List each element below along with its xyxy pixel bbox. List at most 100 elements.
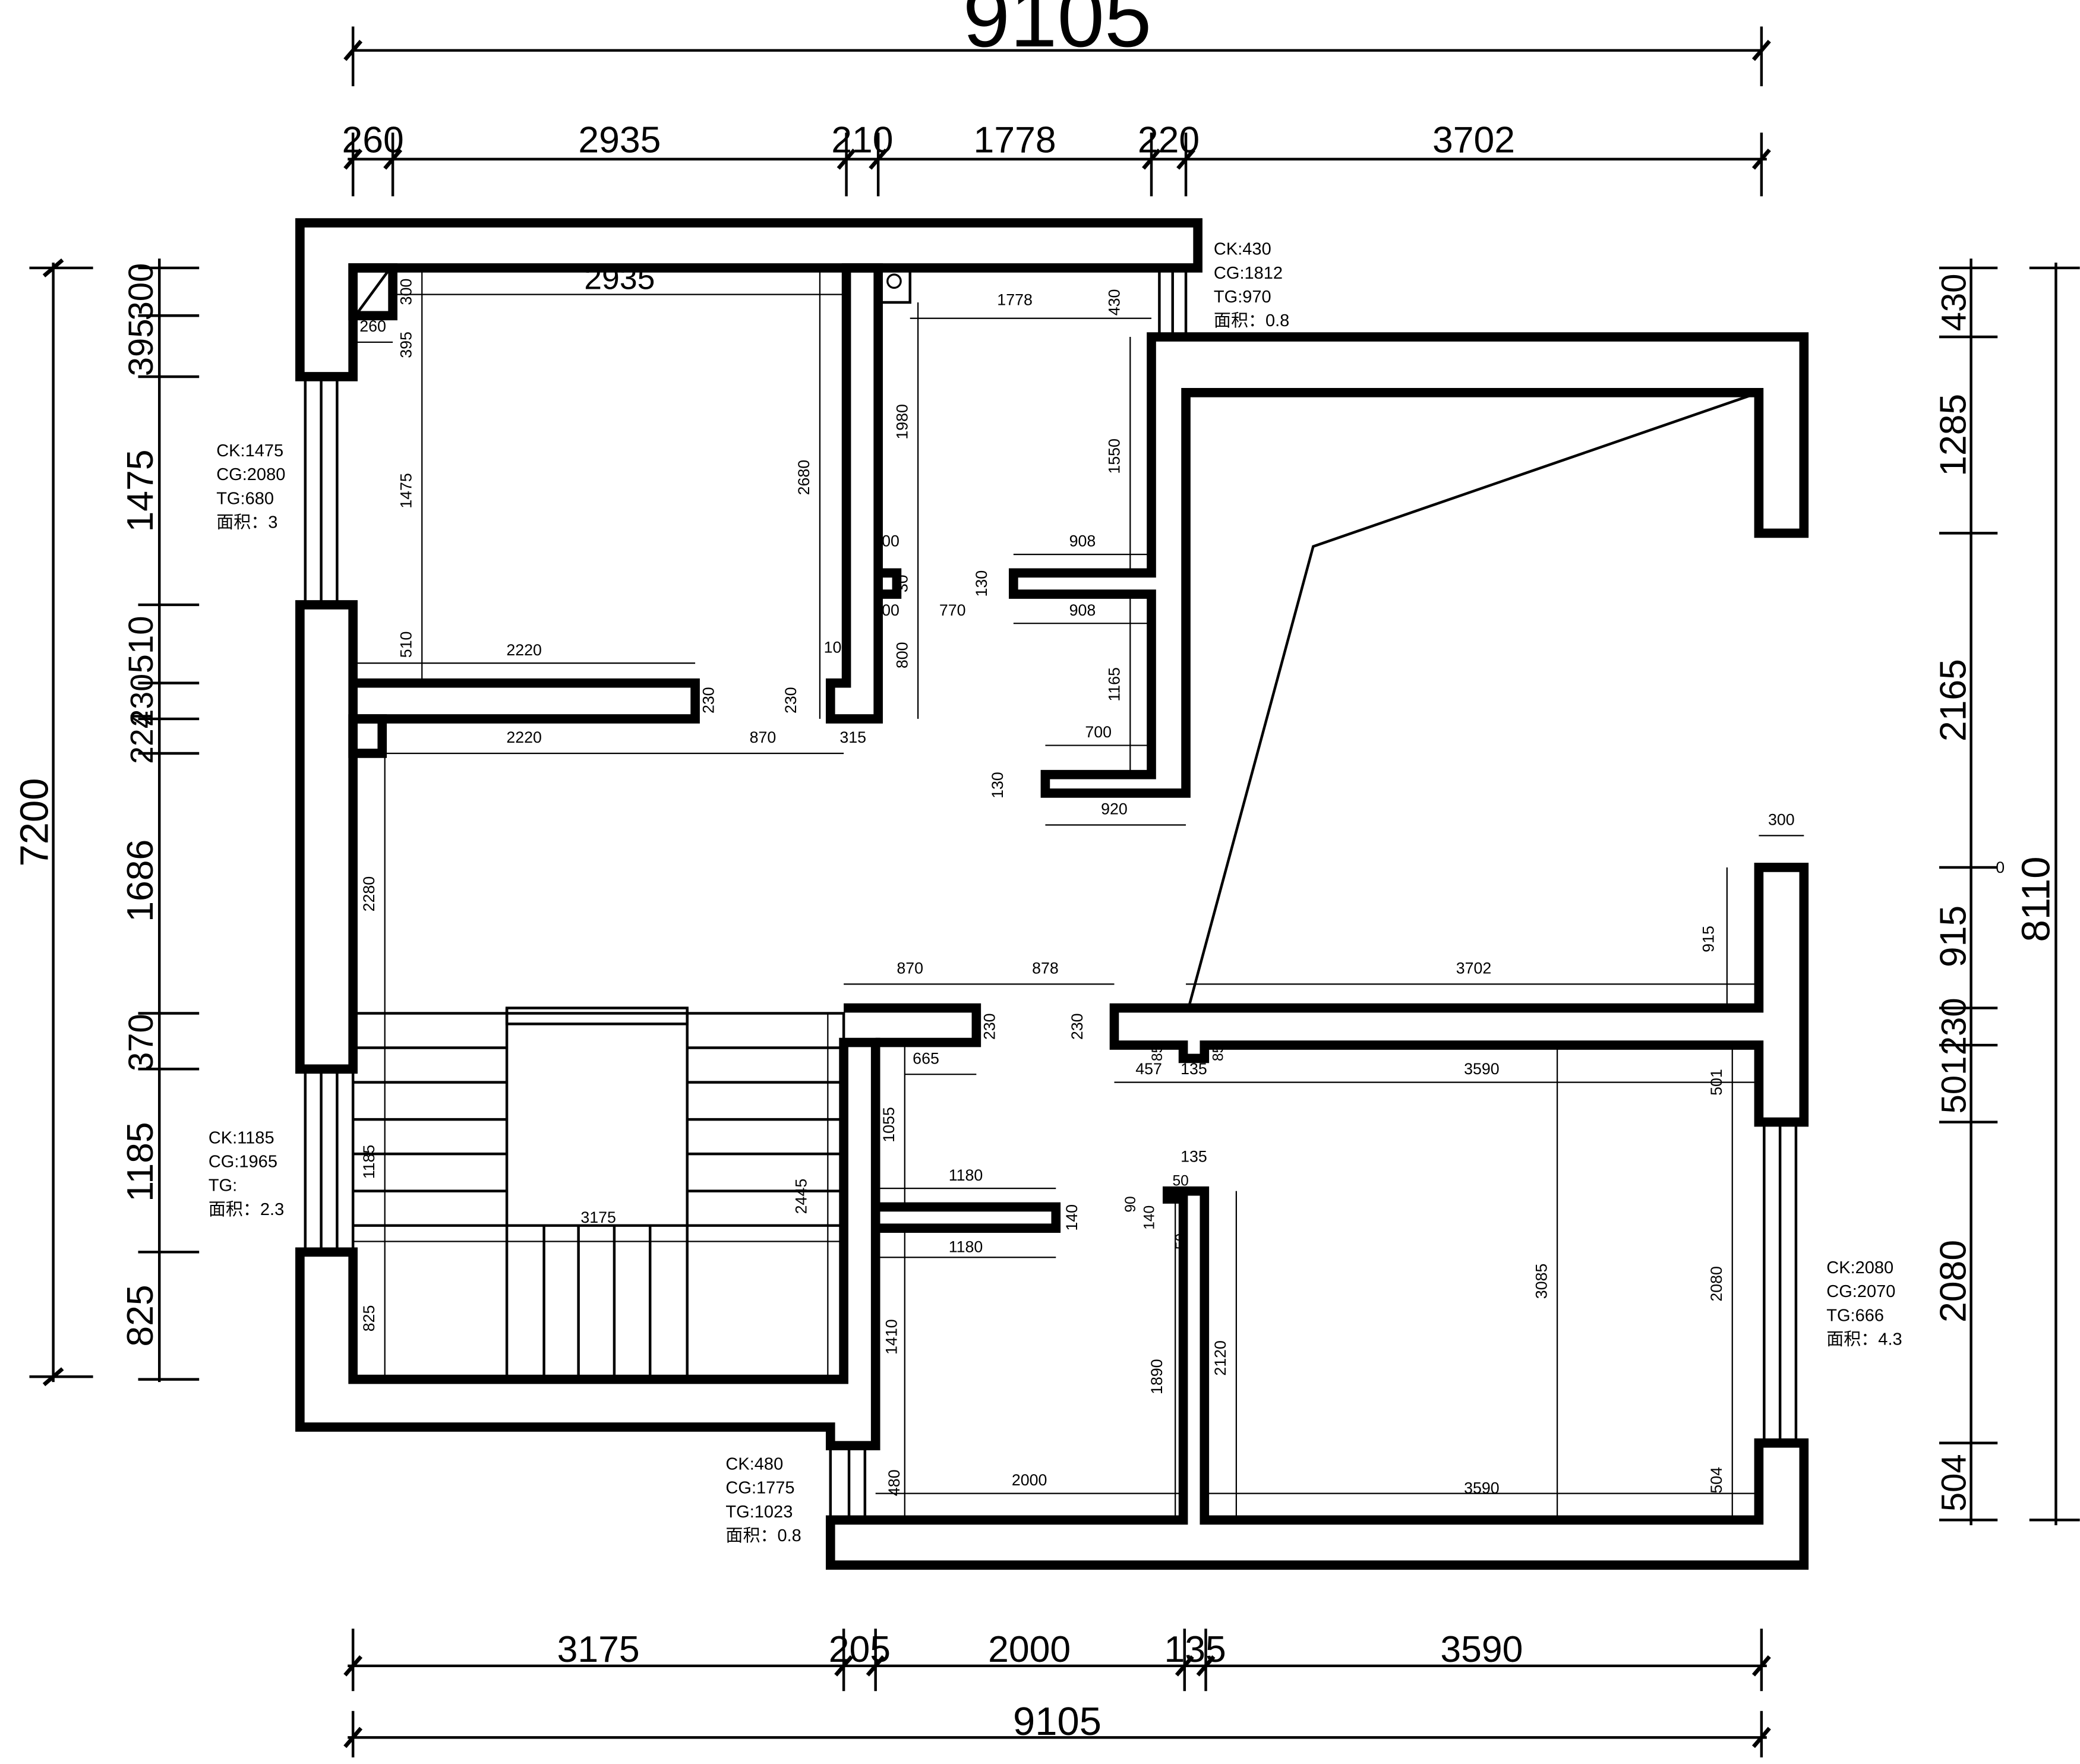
dim-700: 700 bbox=[1085, 723, 1112, 741]
dim-800: 800 bbox=[893, 642, 911, 668]
opening-note-top: CK:430 CG:1812 TG:970 面积：0.8 bbox=[1214, 240, 1289, 331]
opening-3-cg: CG:1965 bbox=[209, 1152, 277, 1171]
opening-2-cg: CG:2080 bbox=[216, 465, 285, 484]
dim-3702-inner: 3702 bbox=[1456, 960, 1492, 977]
bottom-dim-205: 205 bbox=[829, 1629, 891, 1670]
dim-105: 105 bbox=[824, 638, 851, 656]
right-dim-230: 230 bbox=[1935, 998, 1974, 1055]
dim-3085: 3085 bbox=[1532, 1264, 1550, 1299]
overall-dimension-left: 7200 bbox=[12, 258, 93, 1387]
dim-130-lower: 130 bbox=[989, 772, 1006, 799]
dim-908-upper: 908 bbox=[1069, 532, 1096, 550]
dim-2120: 2120 bbox=[1211, 1340, 1229, 1376]
overall-right-label: 8110 bbox=[2013, 857, 2058, 942]
right-dim-430: 430 bbox=[1935, 274, 1974, 332]
dim-230-b: 230 bbox=[782, 687, 800, 714]
dim-504-inner: 504 bbox=[1707, 1467, 1725, 1494]
opening-note-bottom: CK:480 CG:1775 TG:1023 面积：0.8 bbox=[725, 1454, 801, 1545]
dim-90: 90 bbox=[1123, 1196, 1139, 1212]
dim-2280: 2280 bbox=[360, 876, 378, 912]
dim-2935-inner: 2935 bbox=[584, 261, 655, 296]
dim-85-b: 85 bbox=[1211, 1045, 1227, 1061]
dim-1550: 1550 bbox=[1105, 438, 1123, 474]
right-dim-2165: 2165 bbox=[1933, 659, 1974, 741]
overall-left-label: 7200 bbox=[12, 778, 57, 867]
overall-top-label: 9105 bbox=[963, 0, 1152, 65]
dim-1185-inner: 1185 bbox=[360, 1145, 378, 1179]
dim-1475-inner: 1475 bbox=[397, 473, 415, 509]
bottom-dim-3175: 3175 bbox=[557, 1629, 640, 1670]
overall-dimension-right: 8110 bbox=[2013, 263, 2080, 1526]
dim-920: 920 bbox=[1101, 800, 1128, 818]
segment-dimension-bottom: 3175 205 2000 135 3590 bbox=[343, 1629, 1771, 1692]
right-dim-0: 0 bbox=[1996, 859, 2005, 876]
dim-2000-inner: 2000 bbox=[1012, 1471, 1047, 1489]
opening-1-area: 面积：0.8 bbox=[1214, 311, 1289, 330]
bottom-dim-3590: 3590 bbox=[1440, 1629, 1523, 1670]
bottom-dim-135: 135 bbox=[1164, 1629, 1226, 1670]
dim-770: 770 bbox=[939, 601, 966, 619]
dim-50-a: 50 bbox=[1172, 1173, 1188, 1189]
dim-915-inner: 915 bbox=[1700, 926, 1718, 952]
dim-501-inner: 501 bbox=[1707, 1069, 1725, 1096]
top-dim-220: 220 bbox=[1138, 119, 1200, 161]
segment-dimension-left: 300 395 1475 510 230 224 1686 370 1185 8… bbox=[119, 258, 200, 1383]
top-dim-210: 210 bbox=[831, 119, 893, 161]
bottom-dim-2000: 2000 bbox=[988, 1629, 1071, 1670]
opening-5-ck: CK:2080 bbox=[1826, 1258, 1893, 1277]
dim-1410: 1410 bbox=[882, 1319, 900, 1355]
left-dim-300: 300 bbox=[122, 263, 160, 321]
segment-dimension-top: 260 2935 210 1778 220 3702 bbox=[342, 119, 1771, 197]
right-dim-915: 915 bbox=[1933, 905, 1974, 967]
opening-1-ck: CK:430 bbox=[1214, 240, 1271, 259]
dim-510-inner: 510 bbox=[397, 632, 415, 658]
interior-dimension-labels: 2935 300 260 395 1475 510 2220 2220 230 … bbox=[359, 261, 1794, 1497]
dim-140-a: 140 bbox=[1063, 1204, 1081, 1231]
dim-2080-inner: 2080 bbox=[1707, 1266, 1725, 1302]
dim-85-a: 85 bbox=[1150, 1045, 1166, 1061]
dim-230-a: 230 bbox=[699, 687, 717, 714]
dim-2680: 2680 bbox=[795, 460, 813, 496]
dim-457: 457 bbox=[1135, 1060, 1162, 1078]
right-dim-501: 501 bbox=[1935, 1056, 1974, 1114]
dim-230-c: 230 bbox=[981, 1013, 999, 1040]
dim-1778-inner: 1778 bbox=[997, 291, 1033, 308]
dim-130-upper: 130 bbox=[973, 570, 990, 597]
left-dim-370: 370 bbox=[122, 1014, 160, 1071]
top-dim-3702: 3702 bbox=[1432, 119, 1515, 161]
overall-dimension-top: 9105 bbox=[343, 0, 1771, 87]
opening-2-ck: CK:1475 bbox=[216, 441, 283, 460]
dim-140-b: 140 bbox=[1141, 1206, 1157, 1230]
right-dim-1285: 1285 bbox=[1933, 394, 1974, 476]
opening-4-area: 面积：0.8 bbox=[725, 1526, 801, 1545]
dim-315: 315 bbox=[839, 728, 866, 746]
opening-3-tg: TG: bbox=[209, 1176, 237, 1195]
opening-4-cg: CG:1775 bbox=[725, 1479, 794, 1498]
dim-3590-upper: 3590 bbox=[1464, 1060, 1500, 1078]
dim-230-d: 230 bbox=[1068, 1013, 1086, 1040]
top-dim-2935: 2935 bbox=[578, 119, 661, 161]
opening-1-cg: CG:1812 bbox=[1214, 264, 1283, 283]
dim-100-upper: 100 bbox=[873, 532, 899, 550]
left-dim-825: 825 bbox=[119, 1285, 161, 1346]
dim-908-lower: 908 bbox=[1069, 601, 1096, 619]
dim-300-inner: 300 bbox=[397, 279, 415, 305]
dim-30: 30 bbox=[893, 575, 911, 592]
opening-note-left-lower: CK:1185 CG:1965 TG: 面积：2.3 bbox=[209, 1128, 284, 1219]
opening-1-tg: TG:970 bbox=[1214, 288, 1271, 307]
dim-2220-lower: 2220 bbox=[506, 728, 542, 746]
left-dim-510: 510 bbox=[122, 616, 160, 673]
top-dim-1778: 1778 bbox=[974, 119, 1056, 161]
dim-395-inner: 395 bbox=[397, 332, 415, 358]
opening-5-cg: CG:2070 bbox=[1826, 1282, 1895, 1301]
dim-2220-upper: 2220 bbox=[506, 641, 542, 659]
dim-100-lower: 100 bbox=[873, 601, 899, 619]
dim-3175-inner: 3175 bbox=[580, 1208, 616, 1226]
dim-300-right: 300 bbox=[1768, 811, 1795, 829]
dim-1180-upper: 1180 bbox=[949, 1166, 983, 1184]
dim-878: 878 bbox=[1032, 960, 1059, 977]
left-dim-230: 230 bbox=[125, 674, 160, 727]
dim-480-inner: 480 bbox=[885, 1469, 903, 1496]
opening-5-tg: TG:666 bbox=[1826, 1306, 1884, 1325]
opening-3-area: 面积：2.3 bbox=[209, 1200, 284, 1219]
